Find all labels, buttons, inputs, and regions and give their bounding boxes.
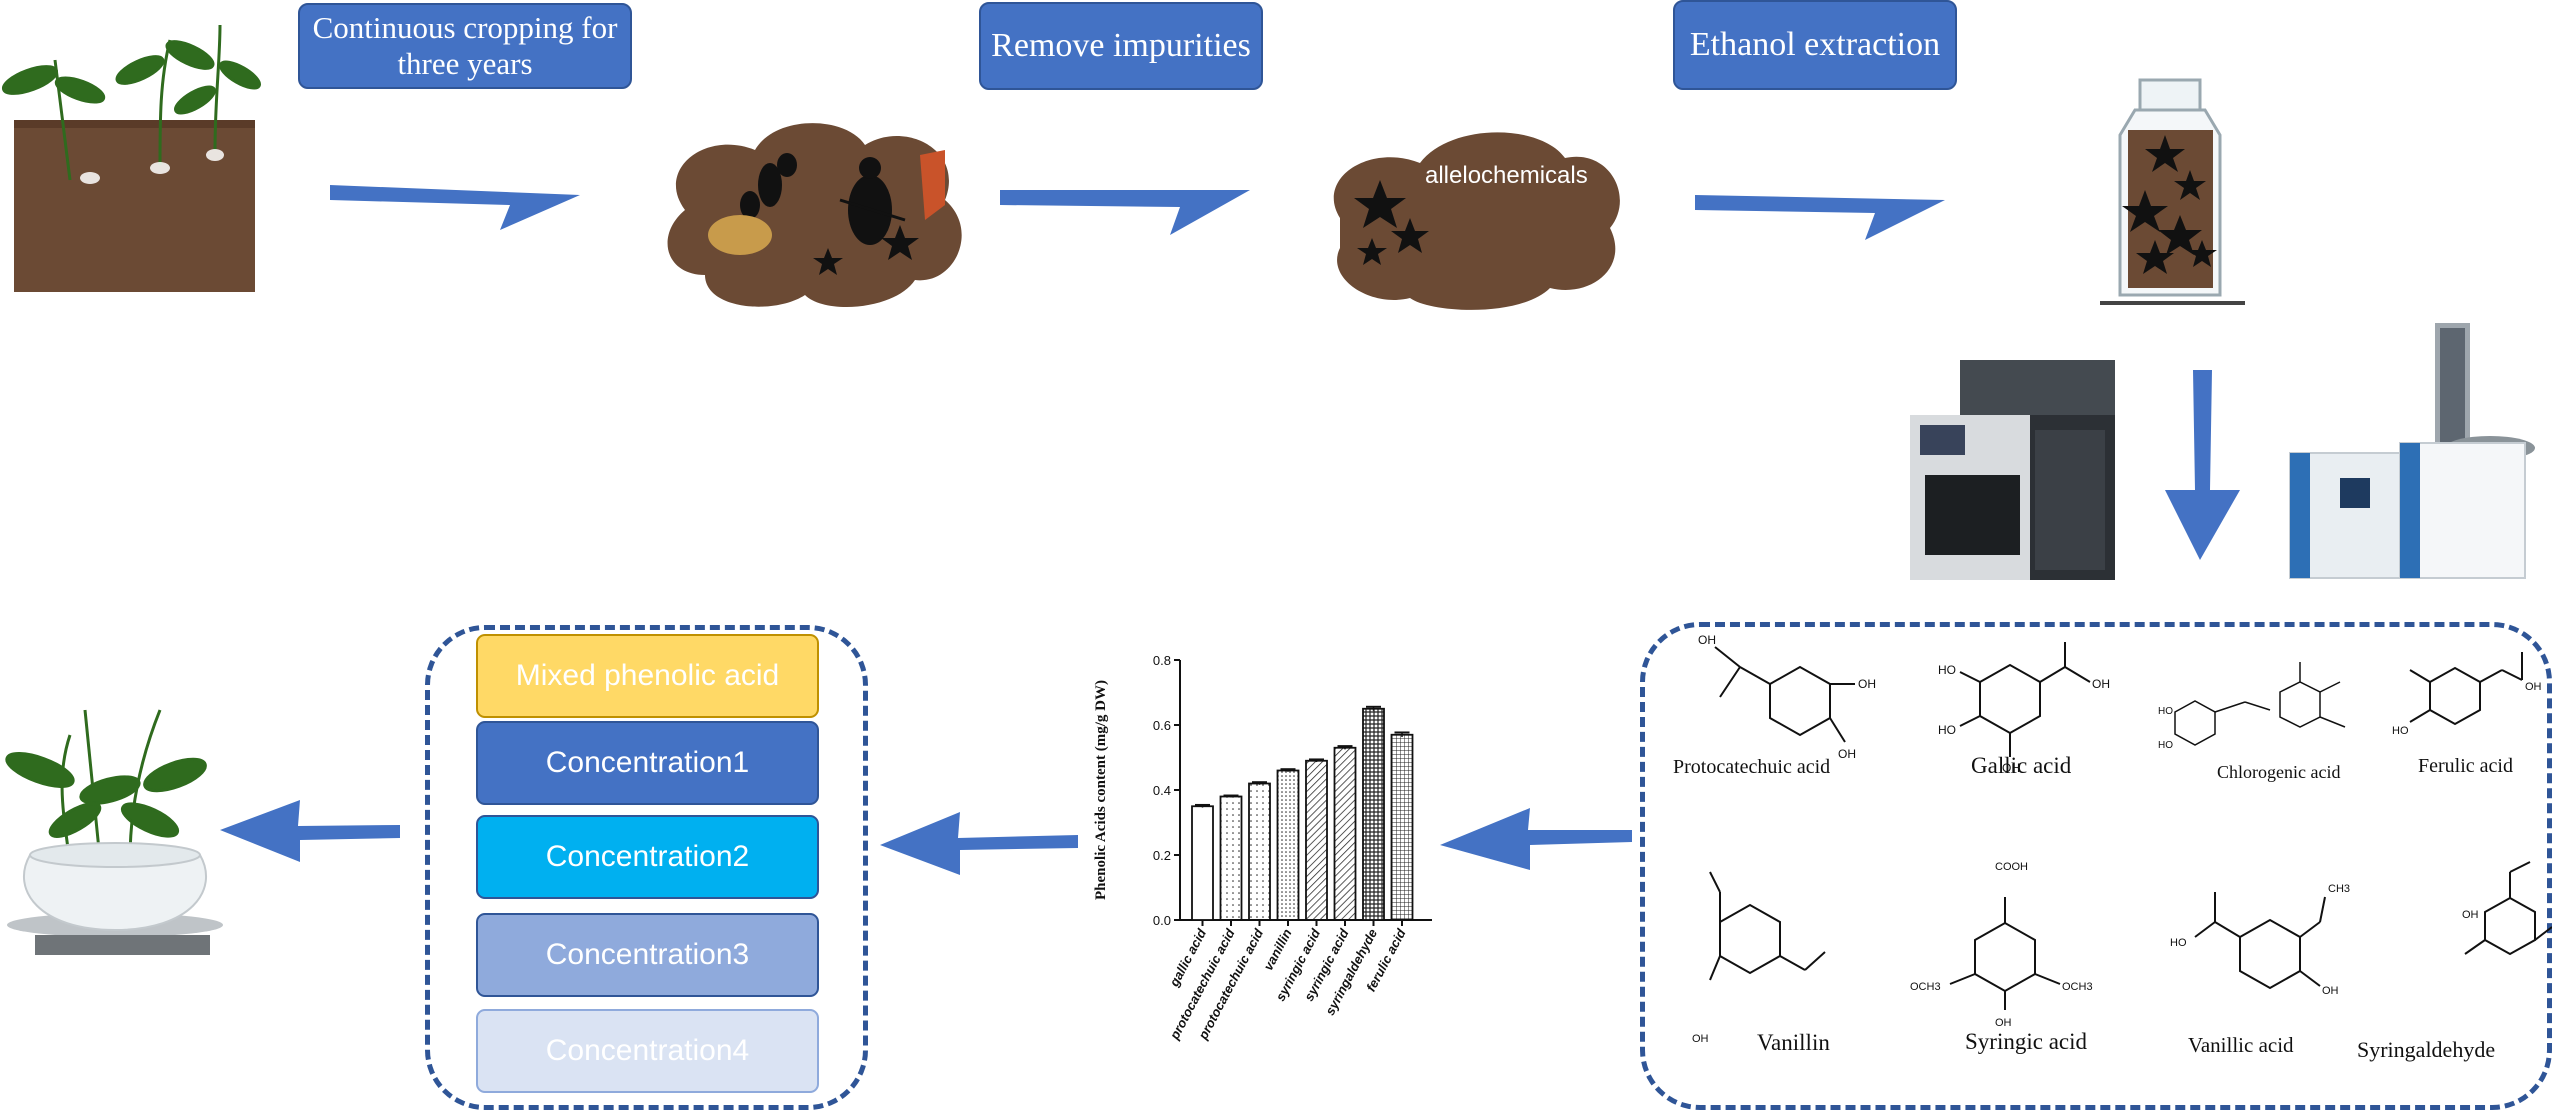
mixed-phenolic-acid-box: Mixed phenolic acid bbox=[476, 634, 819, 718]
gallic-acid-structure: HO HO OH OH bbox=[1938, 642, 2110, 775]
concentration-4-box: Concentration4 bbox=[476, 1009, 819, 1093]
bar bbox=[1219, 795, 1243, 921]
compound-label-vanillic-acid: Vanillic acid bbox=[2188, 1033, 2294, 1057]
arrow-right-2 bbox=[1000, 190, 1250, 235]
svg-text:OH: OH bbox=[1692, 1033, 1709, 1045]
step-label-3-text: Ethanol extraction bbox=[1689, 26, 1941, 63]
leaf-icon bbox=[920, 150, 945, 220]
mixed-phenolic-acid-label: Mixed phenolic acid bbox=[515, 659, 780, 692]
star-icon-2 bbox=[813, 248, 843, 275]
bar bbox=[1333, 746, 1357, 921]
concentration-2-label: Concentration2 bbox=[545, 840, 750, 873]
hplc-instrument-image bbox=[1910, 360, 2115, 580]
compound-label-syringic-acid: Syringic acid bbox=[1965, 1029, 2087, 1054]
vanillic-acid-structure: HO OH CH3 bbox=[2170, 883, 2350, 997]
svg-text:OCH3: OCH3 bbox=[2062, 981, 2093, 993]
seedling-group bbox=[1, 24, 261, 181]
svg-text:OH: OH bbox=[2322, 985, 2339, 997]
bar bbox=[1191, 805, 1214, 921]
hydroponic-seedlings-image bbox=[5, 709, 223, 955]
compound-structures-box bbox=[1640, 622, 2552, 1110]
svg-text:OCH3: OCH3 bbox=[1910, 981, 1941, 993]
svg-text:OH: OH bbox=[2462, 909, 2479, 921]
chemical-structures: OH OH OH HO HO OH OH HO HO OH HO OH bbox=[1692, 633, 2552, 1045]
insect-icon bbox=[740, 153, 797, 219]
y-tick-label: 0.2 bbox=[1153, 848, 1171, 863]
svg-text:HO: HO bbox=[1938, 723, 1956, 737]
vanillin-structure: OH bbox=[1692, 871, 1826, 1045]
compound-label-vanillin: Vanillin bbox=[1757, 1030, 1830, 1055]
y-tick-label: 0.4 bbox=[1153, 783, 1171, 798]
compound-label-chlorogenic-acid: Chlorogenic acid bbox=[2217, 762, 2341, 782]
syringic-acid-structure: COOH OCH3 OCH3 OH bbox=[1910, 861, 2093, 1029]
treatment-concentrations-box bbox=[425, 625, 868, 1110]
extraction-jar-image bbox=[2100, 78, 2245, 305]
arrow-left-3 bbox=[220, 800, 400, 862]
svg-text:OH: OH bbox=[1698, 633, 1716, 647]
compound-label-syringaldehyde: Syringaldehyde bbox=[2357, 1037, 2496, 1062]
bar bbox=[1390, 733, 1414, 921]
allelochemicals-cloud: allelochemicals bbox=[1333, 132, 1620, 310]
beetle-icon bbox=[839, 157, 906, 245]
compound-label-gallic-acid: Gallic acid bbox=[1971, 753, 2072, 778]
svg-text:HO: HO bbox=[2158, 740, 2173, 751]
svg-text:HO: HO bbox=[2170, 937, 2187, 949]
arrow-left-2 bbox=[880, 812, 1078, 875]
protocatechuic-acid-structure: OH OH OH bbox=[1698, 633, 1876, 761]
step-label-ethanol-extraction: Ethanol extraction bbox=[1673, 0, 1957, 90]
step-label-remove-impurities: Remove impurities bbox=[979, 2, 1263, 90]
bar bbox=[1362, 707, 1385, 921]
allelochemicals-label: allelochemicals bbox=[1425, 162, 1588, 189]
svg-text:HO: HO bbox=[2392, 725, 2409, 737]
svg-text:OH: OH bbox=[1838, 747, 1856, 761]
chlorogenic-acid-structure: HO HO bbox=[2158, 662, 2346, 751]
y-tick-label: 0.0 bbox=[1153, 913, 1171, 928]
svg-text:HO: HO bbox=[1938, 663, 1956, 677]
svg-text:COOH: COOH bbox=[1995, 861, 2028, 873]
bar bbox=[1276, 769, 1300, 921]
star-icon-1 bbox=[881, 225, 919, 260]
bar bbox=[1305, 759, 1328, 921]
svg-text:CH3: CH3 bbox=[2328, 883, 2350, 895]
svg-text:OH: OH bbox=[1995, 1017, 2012, 1029]
step-label-1-text: Continuous cropping for three years bbox=[312, 10, 618, 81]
soil-block bbox=[14, 120, 255, 292]
bar bbox=[1248, 782, 1271, 921]
svg-text:OH: OH bbox=[1858, 677, 1876, 691]
concentration-2-box: Concentration2 bbox=[476, 815, 819, 899]
soil-impurities-cloud bbox=[667, 123, 962, 308]
svg-text:HO: HO bbox=[2158, 706, 2173, 717]
svg-text:OH: OH bbox=[2525, 681, 2542, 693]
arrow-down bbox=[2165, 370, 2240, 560]
concentration-4-label: Concentration4 bbox=[545, 1034, 750, 1067]
star-icon-5 bbox=[1357, 238, 1387, 265]
compound-label-ferulic-acid: Ferulic acid bbox=[2418, 755, 2513, 777]
concentration-3-label: Concentration3 bbox=[545, 938, 750, 971]
y-tick-label: 0.8 bbox=[1153, 653, 1171, 668]
y-axis-label: Phenolic Acids content (mg/g DW) bbox=[1093, 680, 1109, 900]
svg-text:OH: OH bbox=[2002, 761, 2020, 775]
arrow-right-3 bbox=[1695, 195, 1945, 240]
y-tick-label: 0.6 bbox=[1153, 718, 1171, 733]
arrow-right-1 bbox=[330, 185, 580, 230]
svg-text:OH: OH bbox=[2092, 677, 2110, 691]
step-label-2-text: Remove impurities bbox=[991, 27, 1251, 64]
concentration-1-label: Concentration1 bbox=[545, 746, 750, 779]
concentration-3-box: Concentration3 bbox=[476, 913, 819, 997]
arrow-left-1 bbox=[1440, 808, 1632, 870]
ferulic-acid-structure: OH HO bbox=[2392, 652, 2542, 737]
dry-leaf-icon bbox=[708, 215, 772, 255]
compound-label-protocatechuic-acid: Protocatechuic acid bbox=[1673, 756, 1831, 778]
syringaldehyde-structure: OH bbox=[2462, 861, 2552, 956]
concentration-1-box: Concentration1 bbox=[476, 721, 819, 805]
step-label-continuous-cropping: Continuous cropping for three years bbox=[298, 3, 632, 89]
star-icon-3 bbox=[1354, 180, 1406, 228]
gc-ms-instrument-image bbox=[2289, 323, 2535, 579]
soil-seedlings-image bbox=[1, 24, 261, 292]
star-icon-4 bbox=[1391, 218, 1429, 253]
